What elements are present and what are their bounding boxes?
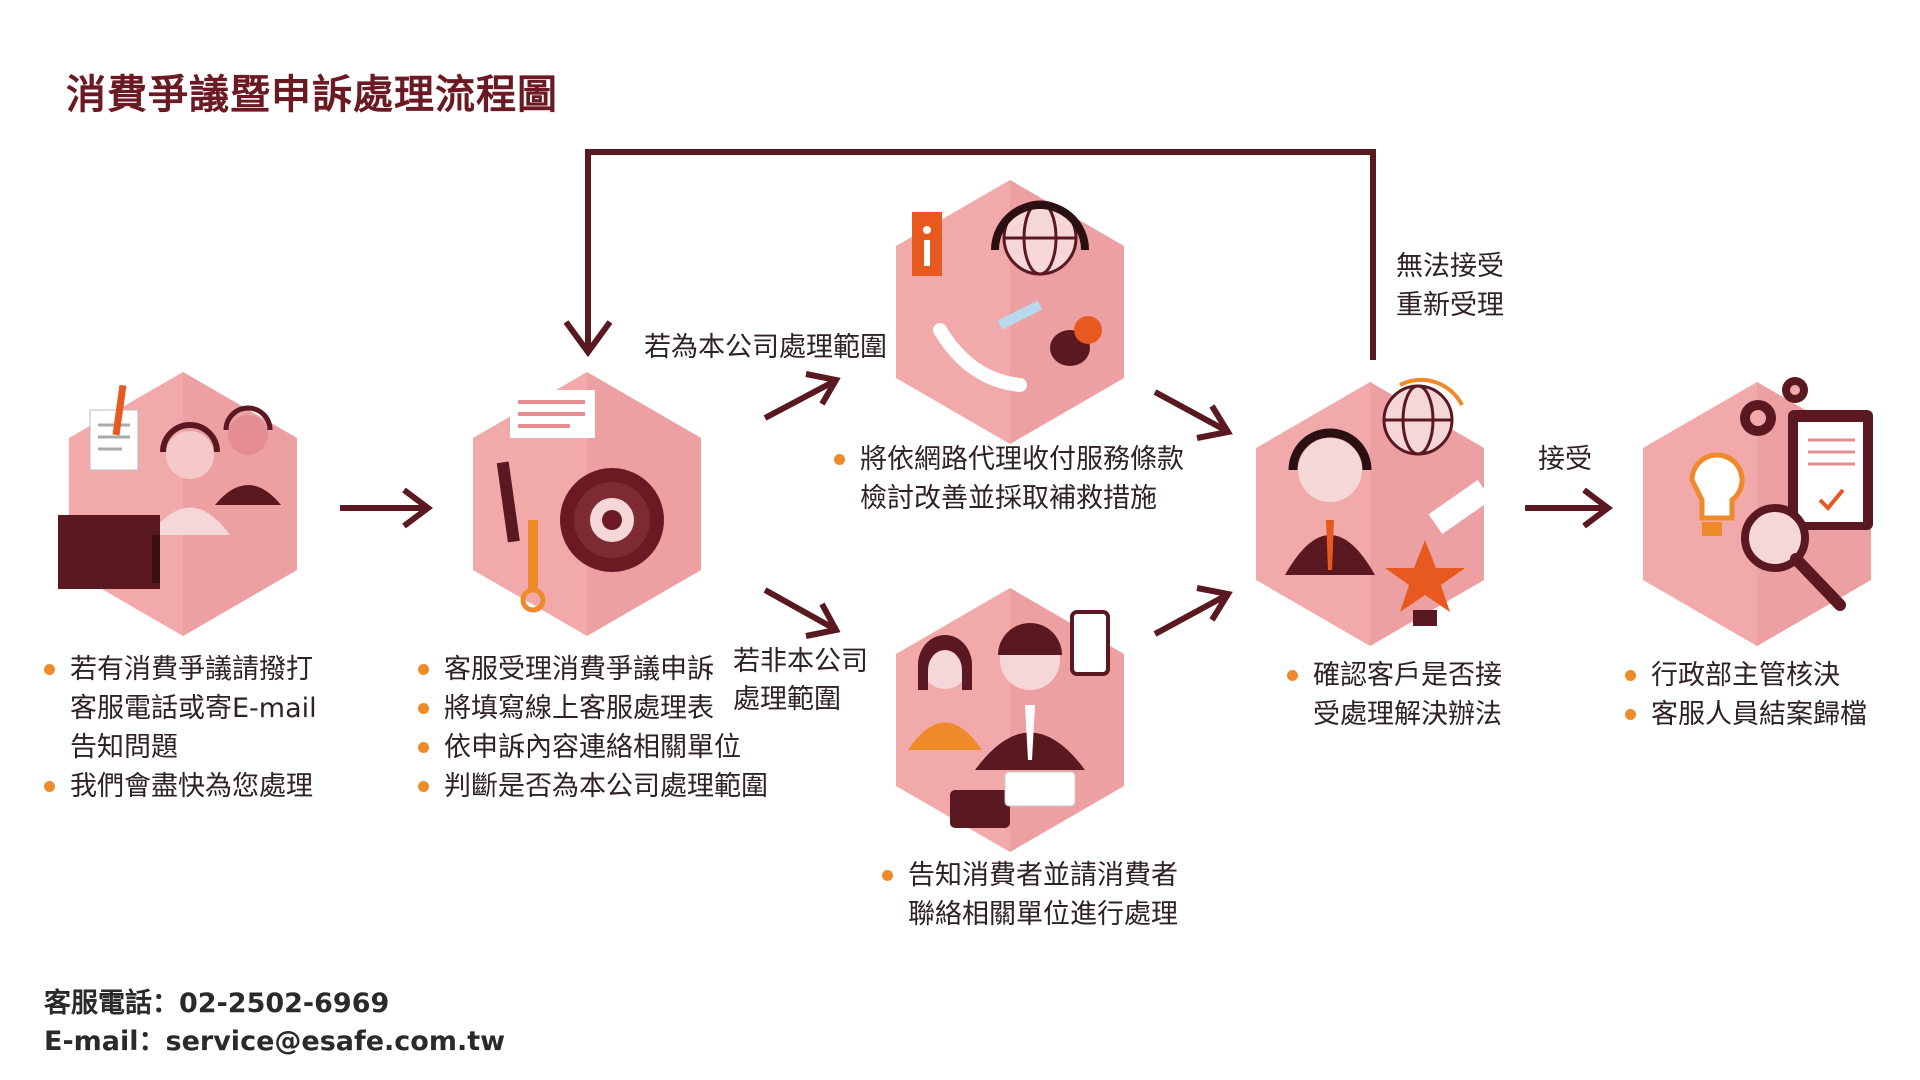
step3-line-2: 檢討改善並採取補救措施 bbox=[860, 483, 1157, 514]
arrow-step2-to-step4 bbox=[763, 587, 841, 639]
label-in-scope: 若為本公司處理範圍 bbox=[644, 332, 887, 363]
step5-icon-hexagon bbox=[1256, 377, 1492, 646]
lightbulb-clipboard-icon bbox=[1689, 377, 1873, 611]
label-accept: 接受 bbox=[1538, 444, 1592, 475]
consumers-icon bbox=[908, 610, 1110, 828]
document-gear-icon bbox=[496, 390, 664, 613]
arrow-step3-to-step5 bbox=[1153, 389, 1233, 441]
step1-icon-hexagon bbox=[58, 372, 297, 636]
step4-line-1: 告知消費者並請消費者 bbox=[908, 860, 1178, 891]
step5-bullet-1: 確認客戶是否接 受處理解決辦法 bbox=[1287, 656, 1502, 734]
step4-text: 告知消費者並請消費者 聯絡相關單位進行處理 bbox=[882, 856, 1178, 934]
feedback-loop-line bbox=[585, 149, 1376, 360]
customer-service-icon bbox=[58, 384, 281, 589]
label-out-scope-2: 處理範圍 bbox=[733, 684, 841, 715]
label-reject-1: 無法接受 bbox=[1396, 251, 1504, 282]
label-reject-2: 重新受理 bbox=[1396, 290, 1504, 321]
label-out-scope-1: 若非本公司 bbox=[733, 646, 868, 677]
step6-text: 行政部主管核決 客服人員結案歸檔 bbox=[1625, 656, 1867, 734]
step6-icon-hexagon bbox=[1643, 377, 1873, 646]
step4-bullet-1: 告知消費者並請消費者 聯絡相關單位進行處理 bbox=[882, 856, 1178, 934]
step2-bullet-1: 客服受理消費爭議申訴 bbox=[418, 650, 768, 689]
step3-icon-hexagon bbox=[896, 180, 1124, 444]
arrow-step2-to-step3 bbox=[763, 371, 841, 421]
page-title: 消費爭議暨申訴處理流程圖 bbox=[66, 72, 558, 118]
step6-bullet-2: 客服人員結案歸檔 bbox=[1625, 695, 1867, 734]
step2-text: 客服受理消費爭議申訴 將填寫線上客服處理表 依申訴內容連絡相關單位 判斷是否為本… bbox=[418, 650, 768, 806]
step3-text: 將依網路代理收付服務條款 檢討改善並採取補救措施 bbox=[834, 440, 1184, 518]
step4-icon-hexagon bbox=[896, 588, 1124, 852]
step5-line-2: 受處理解決辦法 bbox=[1313, 699, 1502, 730]
step3-line-1: 將依網路代理收付服務條款 bbox=[860, 444, 1184, 475]
arrow-step1-to-step2 bbox=[340, 487, 433, 529]
step1-text: 若有消費爭議請撥打 客服電話或寄E-mail 告知問題 我們會盡快為您處理 bbox=[44, 650, 317, 806]
agent-handshake-icon bbox=[1285, 377, 1492, 626]
step1-line-2: 客服電話或寄E-mail bbox=[70, 693, 317, 724]
step2-bullet-2: 將填寫線上客服處理表 bbox=[418, 689, 768, 728]
contact-email: E-mail：service@esafe.com.tw bbox=[44, 1026, 506, 1057]
arrow-step5-to-step6 bbox=[1525, 487, 1613, 529]
step5-text: 確認客戶是否接 受處理解決辦法 bbox=[1287, 656, 1502, 734]
contact-info: 客服電話：02-2502-6969 E-mail：service@esafe.c… bbox=[44, 985, 505, 1061]
arrow-step4-to-step5 bbox=[1153, 585, 1233, 637]
step1-bullet-1: 若有消費爭議請撥打 客服電話或寄E-mail 告知問題 bbox=[44, 650, 317, 767]
feedback-loop-arrowhead bbox=[563, 320, 613, 358]
step2-bullet-3: 依申訴內容連絡相關單位 bbox=[418, 728, 768, 767]
step3-bullet-1: 將依網路代理收付服務條款 檢討改善並採取補救措施 bbox=[834, 440, 1184, 518]
step2-icon-hexagon bbox=[473, 372, 701, 636]
step5-line-1: 確認客戶是否接 bbox=[1313, 660, 1502, 691]
step1-line-1: 若有消費爭議請撥打 bbox=[70, 654, 313, 685]
headset-globe-icon bbox=[912, 200, 1102, 392]
contact-phone: 客服電話：02-2502-6969 bbox=[44, 988, 390, 1019]
step6-bullet-1: 行政部主管核決 bbox=[1625, 656, 1867, 695]
step1-line-3: 告知問題 bbox=[70, 732, 178, 763]
step4-line-2: 聯絡相關單位進行處理 bbox=[908, 899, 1178, 930]
step2-bullet-4: 判斷是否為本公司處理範圍 bbox=[418, 767, 768, 806]
step1-bullet-2: 我們會盡快為您處理 bbox=[44, 767, 317, 806]
